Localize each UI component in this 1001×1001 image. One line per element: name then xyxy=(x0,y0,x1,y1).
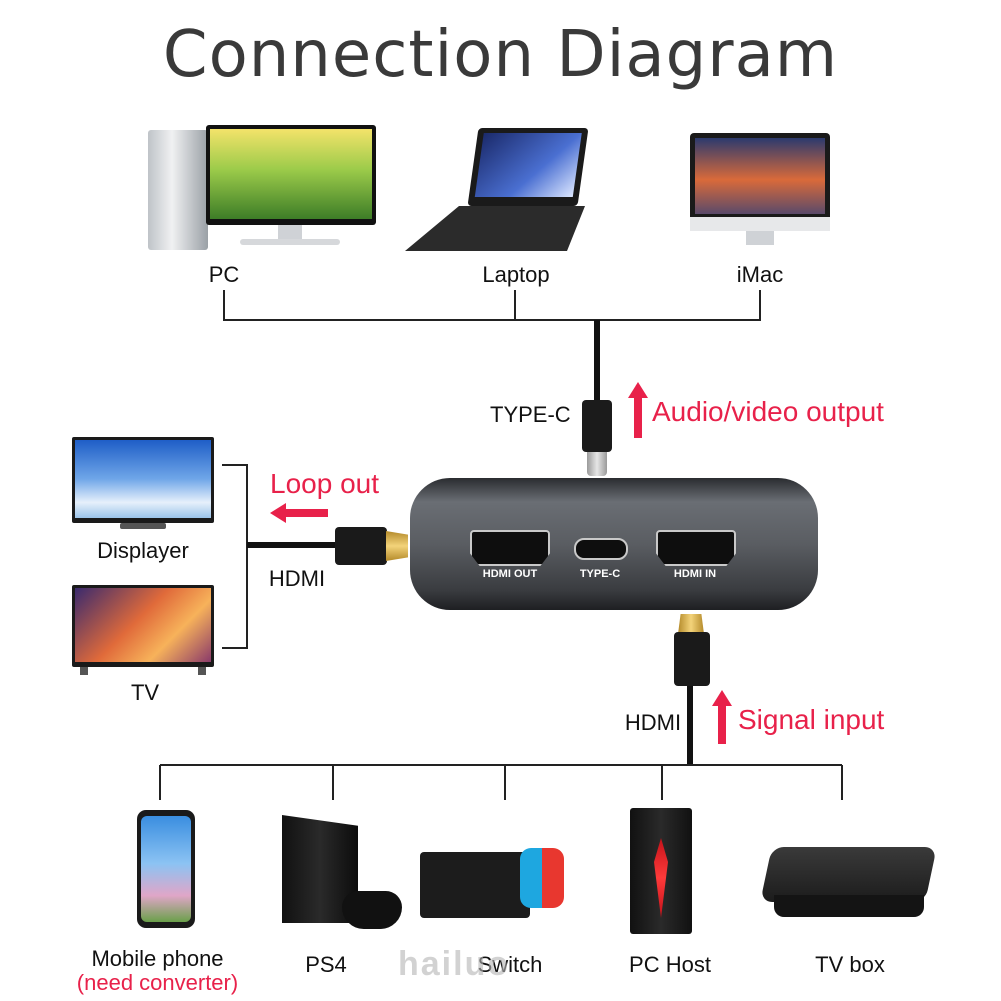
pc-host-icon xyxy=(630,808,692,934)
hdmi-plug-bottom-icon xyxy=(674,632,710,686)
switch-label: Switch xyxy=(477,952,543,977)
hdmi-bottom-cable-label: HDMI xyxy=(624,710,682,735)
type-c-port xyxy=(574,538,628,560)
output-arrow-icon xyxy=(628,382,648,438)
laptop-icon xyxy=(405,128,590,253)
page-title: Connection Diagram xyxy=(162,18,839,92)
hdmi-in-port-label: HDMI IN xyxy=(673,568,717,580)
pc-host-label: PC Host xyxy=(629,952,711,977)
hdmi-out-port xyxy=(470,530,550,566)
hdmi-plug-left-icon xyxy=(335,527,387,565)
switch-icon xyxy=(420,848,585,918)
displayer-icon xyxy=(72,437,214,530)
type-c-cable-label: TYPE-C xyxy=(490,402,571,427)
watermark: hailuo xyxy=(398,945,511,983)
tv-icon xyxy=(72,585,214,675)
pc-illustration xyxy=(148,125,378,255)
tv-box-label: TV box xyxy=(815,952,885,977)
pc-label: PC xyxy=(208,262,240,287)
mobile-phone-icon xyxy=(137,810,195,928)
controller-icon xyxy=(342,891,402,929)
signal-input-label: Signal input xyxy=(738,704,885,735)
loop-out-arrow-icon xyxy=(270,503,330,523)
hdmi-left-cable-label: HDMI xyxy=(268,566,326,591)
mobile-phone-label: Mobile phone xyxy=(91,946,224,971)
ps4-icon xyxy=(282,815,402,935)
loop-out-label: Loop out xyxy=(270,468,379,499)
audio-video-output-label: Audio/video output xyxy=(652,396,884,427)
hdmi-plug-bottom-tip xyxy=(678,614,704,634)
laptop-label: Laptop xyxy=(482,262,550,287)
capture-hub: HDMI OUT TYPE-C HDMI IN xyxy=(410,478,818,610)
hdmi-out-port-label: HDMI OUT xyxy=(482,568,538,580)
monitor-icon xyxy=(206,125,376,225)
hdmi-in-port xyxy=(656,530,736,566)
tv-box-icon xyxy=(760,847,937,922)
type-c-port-label: TYPE-C xyxy=(579,568,621,580)
input-arrow-icon xyxy=(712,690,732,744)
displayer-label: Displayer xyxy=(97,538,189,563)
imac-icon xyxy=(690,133,830,248)
mobile-phone-note: (need converter) xyxy=(76,970,239,995)
tv-label: TV xyxy=(130,680,160,705)
imac-label: iMac xyxy=(736,262,784,287)
type-c-plug-icon xyxy=(582,400,612,452)
pc-tower-icon xyxy=(148,130,208,250)
ps4-label: PS4 xyxy=(305,952,347,977)
